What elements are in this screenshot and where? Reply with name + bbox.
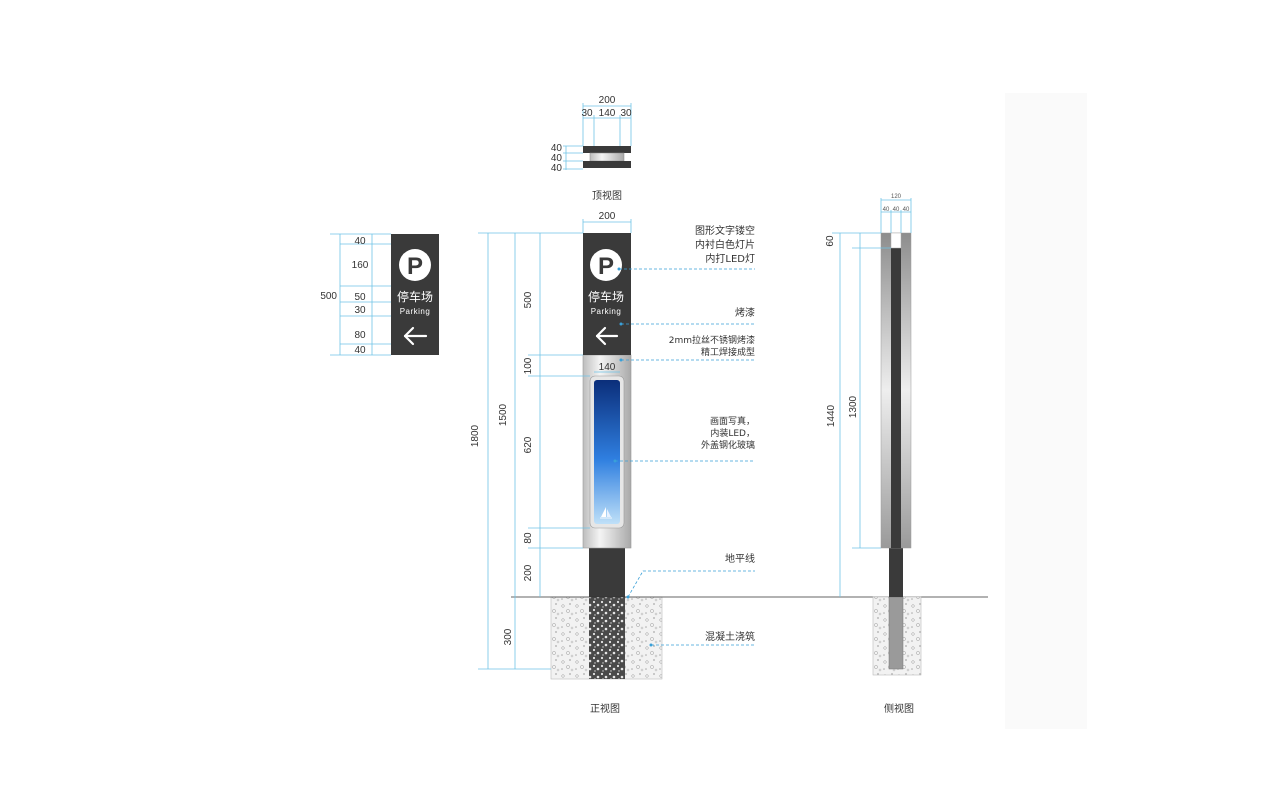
front-post [589,548,625,597]
top-view-caption: 顶视图 [592,189,622,202]
front-parking-letter: P [598,253,614,280]
front-width-top-dim: 200 [599,211,616,222]
note-steel-line-2: 精工焊接成型 [701,346,755,358]
detail-sign-title-en: Parking [400,307,431,316]
front-dim-1: 500 [523,291,534,308]
front-sign-title-en: Parking [591,307,622,316]
detail-parking-letter: P [407,253,423,280]
front-dim-total: 1800 [470,424,481,447]
front-parking-circle [590,249,622,281]
front-left-arrow-icon [595,326,619,346]
front-dim-4: 80 [523,532,534,544]
note-graphic-line-2: 内衬白色灯片 [695,238,755,251]
front-post-underground [589,597,625,679]
side-post-underground [888,596,904,670]
detail-dim-1: 40 [354,236,366,247]
front-dim-3: 620 [523,436,534,453]
front-dim-2: 100 [523,357,534,374]
top-depth-part-2: 40 [551,153,563,164]
top-width-part-1: 30 [581,108,593,119]
top-depth-part-1: 40 [551,143,563,154]
detail-dim-2: 160 [352,260,369,271]
front-sign-title-cn: 停车场 [588,289,624,304]
front-dim-6: 300 [503,628,514,645]
note-panel-line-2: 内装LED， [710,427,755,439]
note-graphic-line-1: 图形文字镂空 [695,224,755,237]
front-dim-5: 200 [523,564,534,581]
side-view-caption: 侧视图 [884,702,914,715]
top-depth-part-3: 40 [551,163,563,174]
side-dim-top: 60 [825,235,836,247]
top-width-part-3: 30 [620,108,632,119]
front-view: P 停车场 Parking 200 140 1800 1500 500 100 [470,211,988,715]
detail-parking-circle [399,249,431,281]
note-steel-line-1: 2mm拉丝不锈钢烤漆 [669,334,755,346]
front-photo-panel [594,380,620,524]
side-dim-body: 1300 [848,395,859,418]
top-core [589,152,625,162]
note-ground: 地平线 [725,552,755,565]
note-concrete: 混凝土浇筑 [705,630,755,643]
side-width-total: 120 [891,194,902,200]
side-view: 120 40 40 40 60 1300 1440 侧视图 [825,93,1087,729]
side-top-gap [890,232,902,249]
top-plate-upper [583,146,631,153]
detail-total-dim: 500 [320,291,337,302]
detail-dim-3: 50 [354,292,366,303]
side-body-core [891,248,901,548]
front-panel-width-dim: 140 [599,362,616,373]
note-panel-line-3: 外盖钢化玻璃 [701,439,755,451]
note-graphic-line-3: 内打LED灯 [705,252,755,265]
top-view: 200 30 140 30 40 40 40 顶视图 [551,95,632,202]
side-dim-above-ground: 1440 [826,404,837,427]
note-panel-line-1: 画面写真， [710,415,755,427]
detail-left-arrow-icon [403,326,428,346]
sailboat-icon [600,507,612,519]
side-bg [1005,93,1087,729]
detail-view: P 停车场 Parking 500 40 160 50 30 80 40 [320,233,439,356]
detail-sign-title-cn: 停车场 [397,289,433,304]
detail-dim-4: 30 [354,305,366,316]
top-width-part-2: 140 [599,108,616,119]
side-width-part-2: 40 [893,207,900,213]
side-width-part-1: 40 [883,207,890,213]
side-post [889,548,903,597]
front-view-caption: 正视图 [590,702,620,715]
detail-dim-6: 40 [354,345,366,356]
note-paint: 烤漆 [735,306,755,319]
top-plate-lower [583,161,631,168]
top-width-total: 200 [599,95,616,106]
detail-dim-5: 80 [354,330,366,341]
front-dim-above-ground: 1500 [498,403,509,426]
side-width-part-3: 40 [903,207,910,213]
annotations: 图形文字镂空 内衬白色灯片 内打LED灯 烤漆 2mm拉丝不锈钢烤漆 精工焊接成… [613,224,755,647]
